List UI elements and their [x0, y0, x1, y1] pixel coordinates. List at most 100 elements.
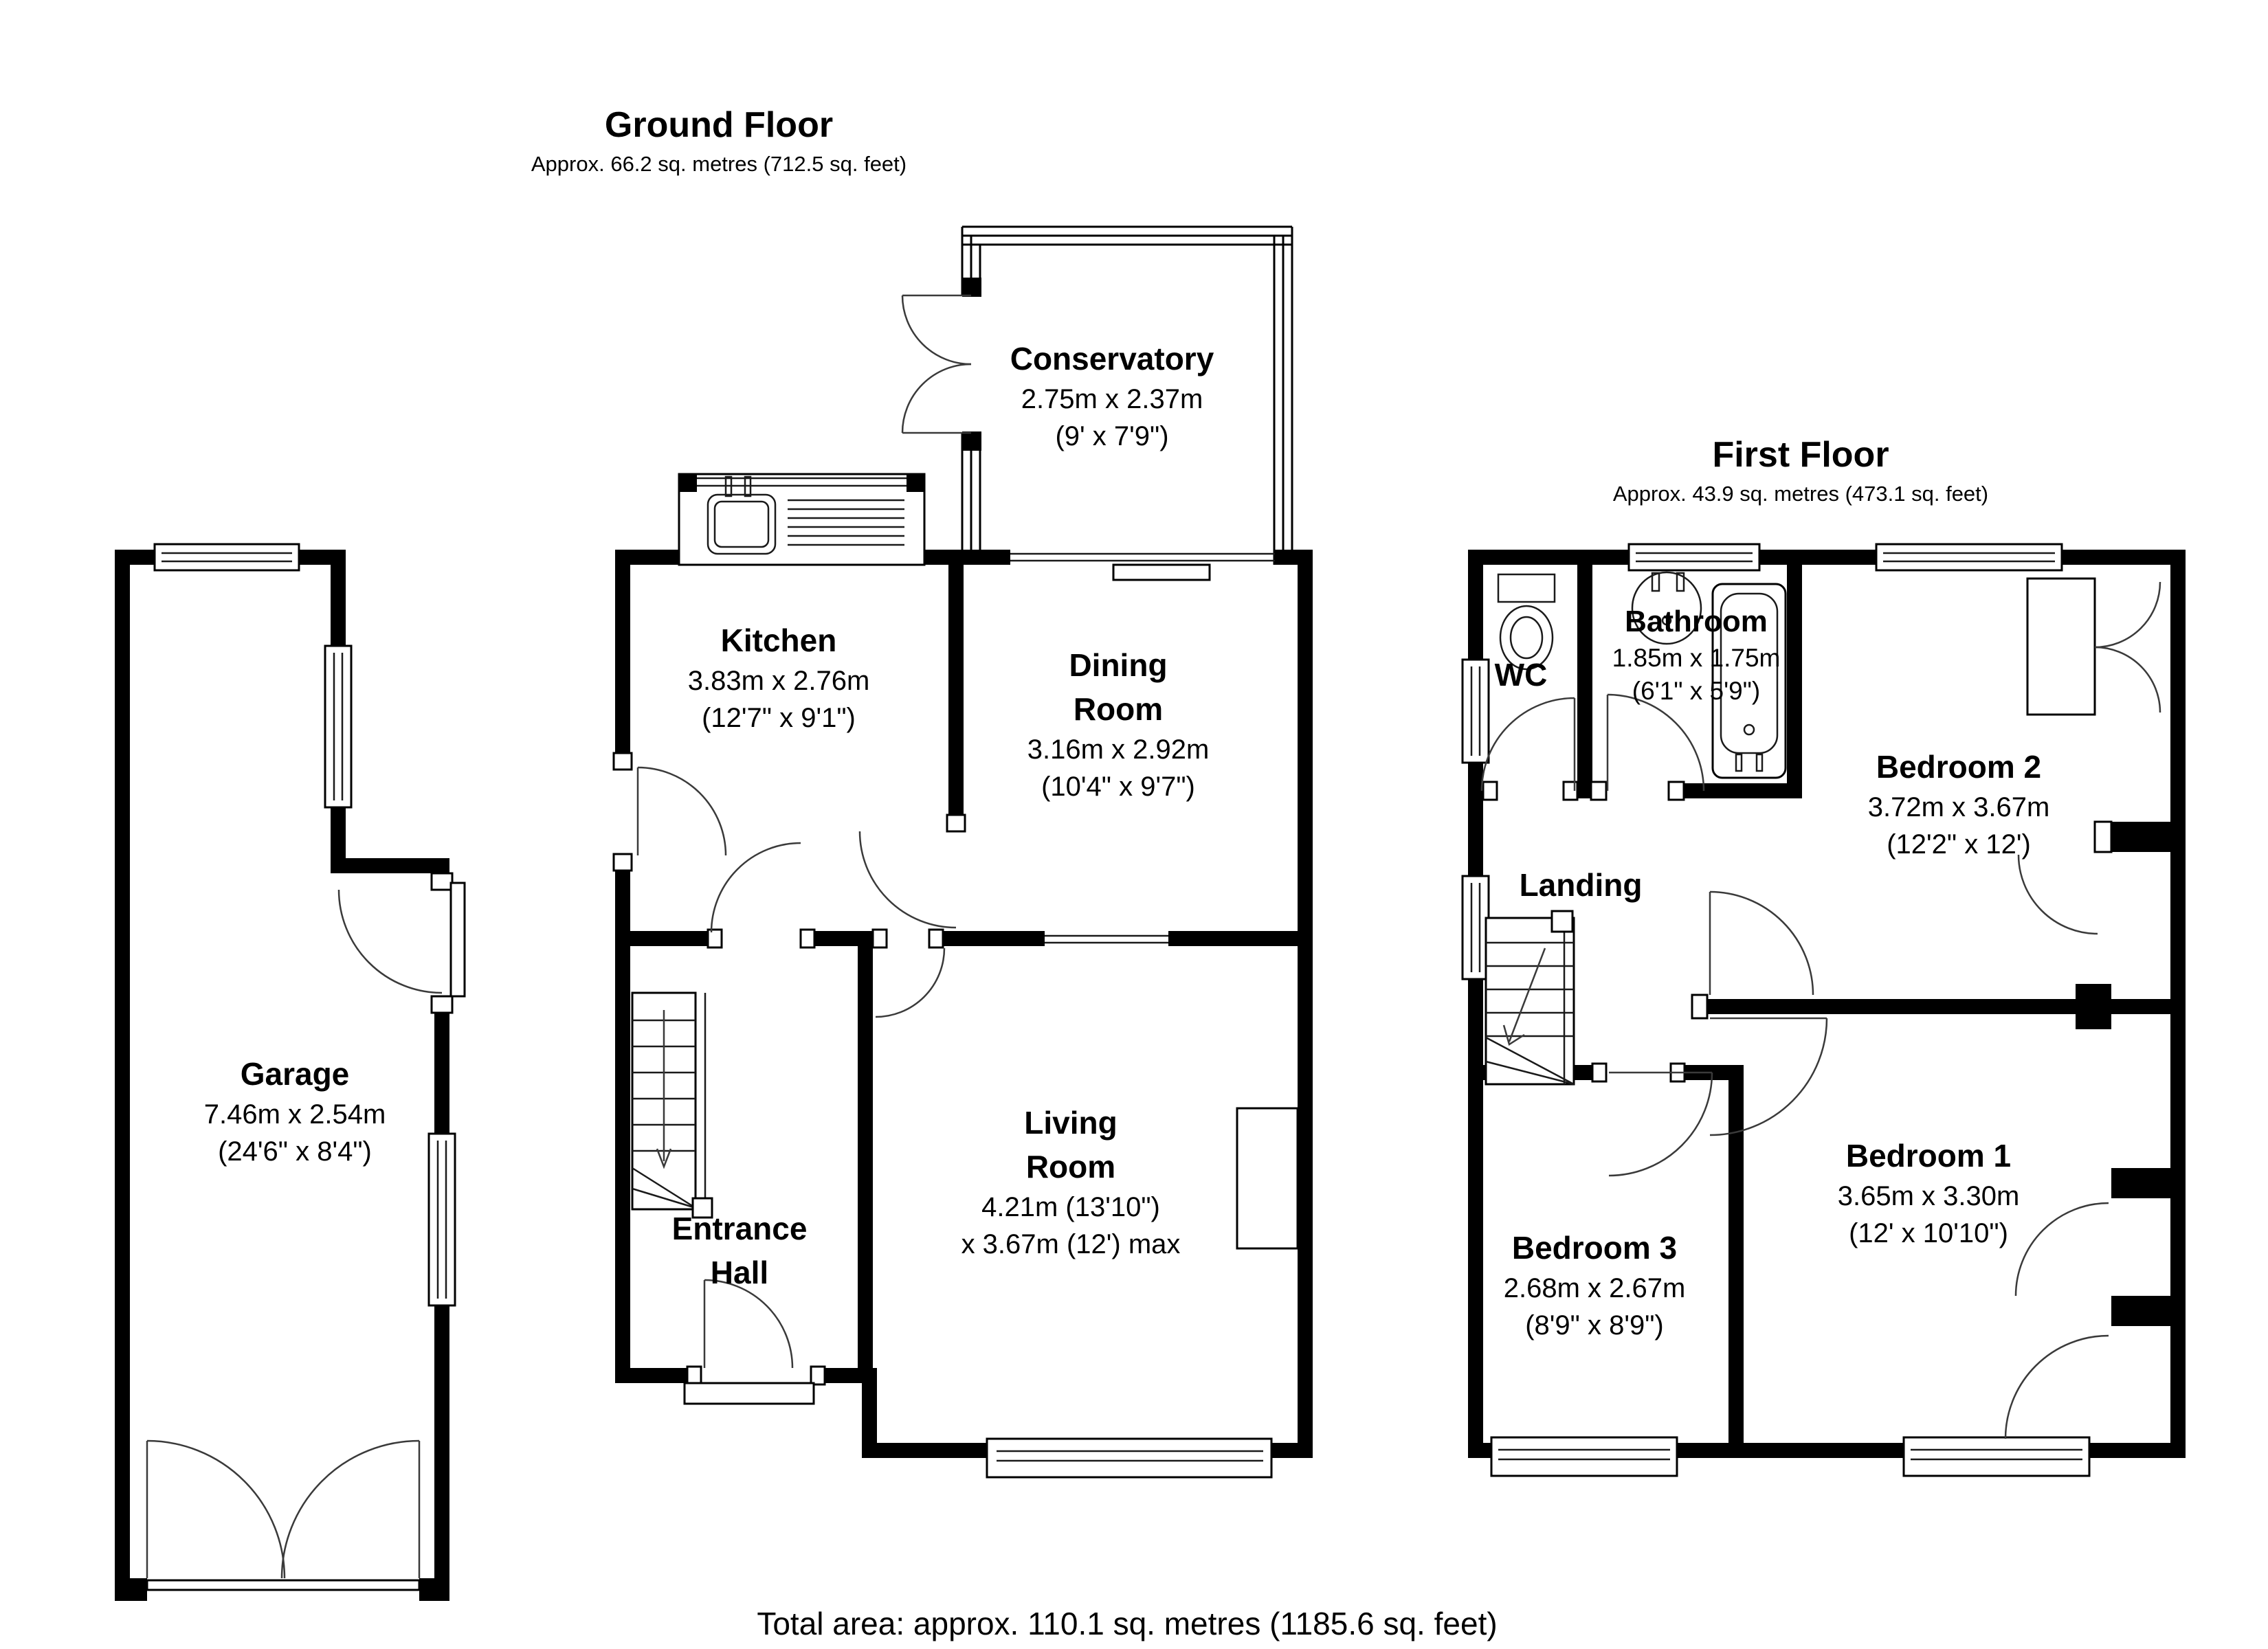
room-label-living-room: Living Room 4.21m (13'10") x 3.67m (12')…	[961, 1101, 1181, 1263]
room-size-imperial: (12' x 10'10")	[1849, 1218, 2008, 1248]
cupboard-door-arc	[2014, 1202, 2109, 1297]
room-label-wc: WC	[1495, 653, 1548, 697]
newel-post	[1550, 910, 1574, 933]
first-floor-walls	[1468, 550, 2186, 1458]
garage-main-door-arc	[280, 1439, 420, 1579]
conservatory-french-door-arc	[901, 363, 972, 434]
conservatory-step	[1112, 563, 1211, 581]
door-frame	[946, 814, 966, 833]
total-area-text: Total area: approx. 110.1 sq. metres (11…	[757, 1606, 1498, 1641]
garage-right-lower-window	[427, 1132, 456, 1307]
room-size-metric: 3.72m x 3.67m	[1867, 792, 2050, 822]
door-frame	[686, 1365, 702, 1386]
room-name: Dining	[1069, 647, 1168, 683]
room-name: WC	[1494, 657, 1548, 693]
garage-main-door	[146, 1579, 421, 1591]
room-size-imperial: (6'1" x 5'9")	[1632, 677, 1761, 705]
room-label-bedroom3: Bedroom 3 2.68m x 2.67m (8'9" x 8'9")	[1504, 1226, 1686, 1344]
door-frame	[612, 853, 633, 872]
door-frame	[1482, 781, 1498, 801]
bedroom3-window	[1490, 1436, 1678, 1477]
room-size-metric: 7.46m x 2.54m	[203, 1099, 386, 1130]
garage-structure	[115, 543, 466, 1601]
room-name: Entrance	[671, 1211, 808, 1246]
room-label-bathroom: Bathroom 1.85m x 1.75m (6'1" x 5'9")	[1612, 602, 1781, 708]
door-frame	[1590, 781, 1608, 801]
basin-icon	[1631, 571, 1702, 645]
room-size-imperial: (24'6" x 8'4")	[218, 1136, 372, 1167]
room-name: Garage	[240, 1056, 350, 1092]
room-name: Hall	[710, 1255, 769, 1290]
wc-window	[1461, 658, 1490, 764]
ground-floor-header: Ground Floor Approx. 66.2 sq. metres (71…	[531, 104, 907, 183]
first-floor-windows	[1461, 543, 2091, 1477]
room-name: Bedroom 2	[1876, 749, 2042, 785]
cupboard-door-arc	[2004, 1334, 2109, 1439]
room-label-dining-room: Dining Room 3.16m x 2.92m (10'4" x 9'7")	[1027, 643, 1210, 805]
conservatory-door-post	[962, 278, 981, 297]
door-frame	[612, 752, 633, 771]
garage-door-frame	[430, 995, 454, 1014]
first-floor-title: First Floor	[1712, 435, 1889, 475]
total-area-footer: Total area: approx. 110.1 sq. metres (11…	[757, 1605, 1497, 1642]
garage-main-door-arc	[146, 1439, 286, 1579]
room-size-metric: 1.85m x 1.75m	[1612, 644, 1781, 672]
room-label-conservatory: Conservatory 2.75m x 2.37m (9' x 7'9")	[1010, 337, 1214, 455]
room-size-metric: 2.75m x 2.37m	[1021, 384, 1203, 414]
door-frame	[799, 928, 816, 949]
toilet-icon	[1497, 573, 1556, 671]
landing-stairs-icon	[1485, 910, 1575, 1086]
bedroom1-window	[1902, 1436, 2091, 1477]
bedroom1-door-arc	[1709, 1018, 1828, 1136]
door-frame	[810, 1365, 826, 1386]
ground-floor-doors	[636, 766, 957, 1405]
room-label-landing: Landing	[1520, 863, 1643, 907]
door-frame	[1691, 994, 1709, 1020]
room-label-entrance-hall: Entrance Hall	[672, 1207, 808, 1294]
door-frame	[928, 928, 944, 949]
kitchen-door-arc	[710, 842, 801, 933]
room-size-imperial: (9' x 7'9")	[1055, 421, 1169, 451]
room-size-imperial: (8'9" x 8'9")	[1525, 1310, 1664, 1340]
bedroom2-window	[1875, 543, 2063, 572]
first-floor-doors	[1480, 693, 2109, 1439]
ground-floor-subtitle: Approx. 66.2 sq. metres (712.5 sq. feet)	[531, 152, 907, 176]
conservatory-french-door-arc	[901, 295, 972, 366]
door-frame	[707, 928, 723, 949]
room-name: Living	[1024, 1105, 1118, 1141]
room-size-imperial: x 3.67m (12') max	[961, 1229, 1181, 1259]
garage-top-window	[153, 543, 300, 572]
door-frame	[2093, 820, 2113, 853]
room-label-bedroom1: Bedroom 1 3.65m x 3.30m (12' x 10'10")	[1838, 1134, 2020, 1252]
bathroom-window	[1627, 543, 1761, 572]
room-name: Room	[1073, 691, 1164, 727]
door-frame	[1591, 1062, 1608, 1083]
living-room-door-arc	[875, 947, 946, 1018]
kitchen-side-door-arc	[637, 766, 727, 856]
garage-door-frame	[430, 872, 454, 891]
ground-floor-title: Ground Floor	[604, 105, 834, 145]
tap-icon	[724, 475, 733, 497]
room-label-bedroom2: Bedroom 2 3.72m x 3.67m (12'2" x 12')	[1868, 745, 2050, 863]
room-size-metric: 4.21m (13'10")	[981, 1192, 1160, 1222]
bedroom2-door-arc	[1709, 890, 1814, 996]
room-size-imperial: (12'7" x 9'1")	[702, 703, 856, 733]
front-door-arc	[704, 1279, 794, 1369]
garage-right-upper-window	[324, 644, 353, 809]
room-size-imperial: (12'2" x 12')	[1887, 829, 2031, 860]
fireplace-recess	[1236, 1107, 1299, 1250]
newel-post	[691, 1197, 713, 1219]
ground-floor-walls	[612, 550, 1313, 1458]
stairs-arrow	[1502, 1024, 1525, 1046]
conservatory-door-post	[962, 431, 981, 451]
door-frame	[871, 928, 888, 949]
conservatory-structure	[901, 225, 1293, 581]
bedroom2-wardrobe-icon	[2026, 577, 2161, 716]
room-size-imperial: (10'4" x 9'7")	[1041, 772, 1195, 802]
bathtub-icon	[1711, 583, 1787, 779]
garage-side-door-arc	[337, 889, 443, 994]
room-name: Room	[1025, 1149, 1116, 1185]
